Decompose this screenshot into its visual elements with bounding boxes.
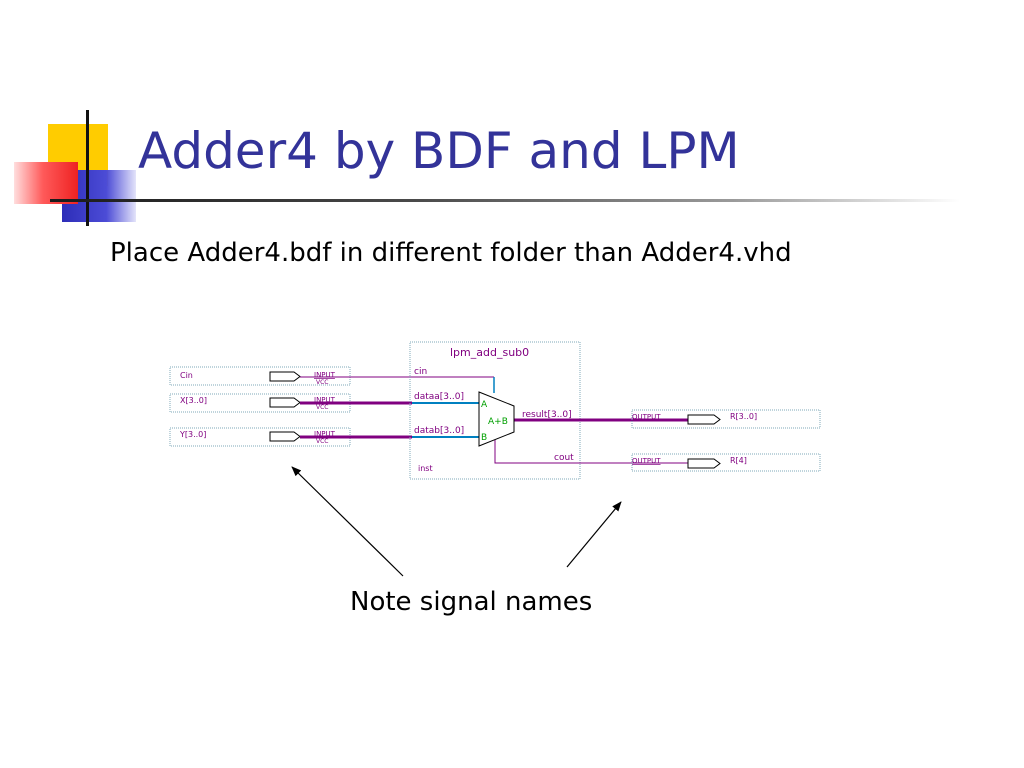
input-pin-default: VCC — [316, 404, 328, 411]
output-pin-symbol — [687, 414, 721, 425]
adder-a-label: A — [481, 400, 488, 410]
input-pin-symbol — [269, 397, 301, 408]
block-title: lpm_add_sub0 — [450, 346, 529, 359]
output-pin-name: R[3..0] — [730, 412, 757, 421]
port-cin-label: cin — [414, 367, 427, 377]
output-pin-r4: OUTPUT R[4] — [631, 453, 821, 472]
arrow-to-input-pins — [291, 466, 404, 577]
input-pin-frame — [169, 366, 351, 386]
output-pin-frame — [631, 453, 821, 472]
input-pin-symbol — [269, 431, 301, 442]
note-text: Note signal names — [350, 587, 593, 617]
input-pin-name: X[3..0] — [180, 396, 207, 405]
lpm-add-sub-block: lpm_add_sub0 cin dataa[3..0] datab[3..0]… — [409, 341, 581, 480]
input-pin-symbol — [269, 371, 301, 382]
input-pin-default: VCC — [316, 379, 328, 386]
output-pin-symbol — [687, 458, 721, 469]
adder-symbol — [478, 391, 515, 447]
title-divider — [50, 199, 960, 202]
instance-label: inst — [418, 464, 433, 473]
input-pin-default: VCC — [316, 438, 328, 445]
input-pin-type: INPUT — [314, 430, 336, 438]
output-pin-type: OUTPUT — [632, 413, 661, 421]
port-result-label: result[3..0] — [522, 410, 572, 420]
slide-title: Adder4 by BDF and LPM — [138, 122, 740, 180]
port-dataa-label: dataa[3..0] — [414, 392, 464, 402]
input-pin-name: Cin — [180, 371, 193, 380]
input-pin-type: INPUT — [314, 396, 336, 404]
output-pin-type: OUTPUT — [632, 457, 661, 465]
output-pin-r: OUTPUT R[3..0] — [631, 409, 821, 429]
input-pin-type: INPUT — [314, 371, 336, 379]
output-pin-frame — [631, 409, 821, 429]
arrow-to-output-pins — [566, 501, 622, 568]
input-pin-name: Y[3..0] — [179, 430, 206, 439]
output-pin-name: R[4] — [730, 456, 747, 465]
adder-op-label: A+B — [488, 417, 508, 427]
adder-b-label: B — [481, 433, 487, 443]
input-pin-cin: Cin INPUT VCC — [169, 366, 351, 386]
deco-red-square — [14, 162, 78, 204]
slide-subtitle: Place Adder4.bdf in different folder tha… — [110, 238, 792, 268]
port-cout-label: cout — [554, 453, 574, 463]
block-frame — [409, 341, 581, 480]
port-datab-label: datab[3..0] — [414, 426, 464, 436]
wire-cout-internal — [494, 440, 580, 464]
deco-vertical-line — [86, 110, 89, 226]
